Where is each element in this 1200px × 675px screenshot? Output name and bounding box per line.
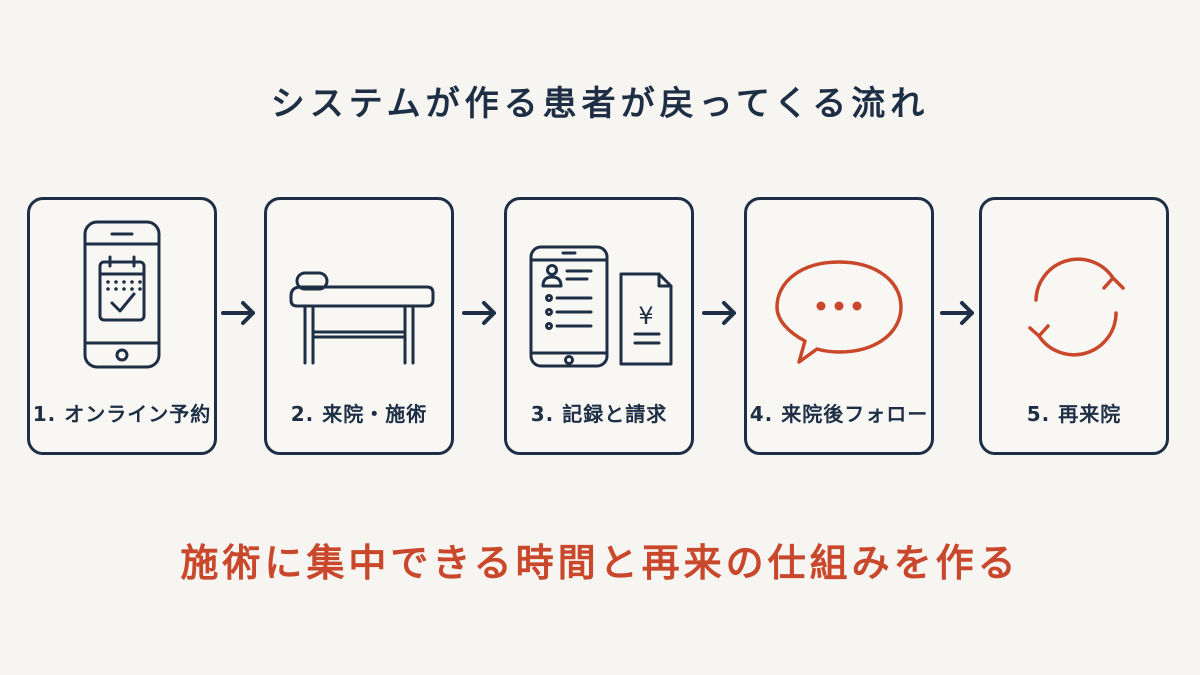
tagline: 施術に集中できる時間と再来の仕組みを作る (180, 541, 1020, 585)
step-visit-treatment: 2. 来院・施術 (264, 197, 454, 455)
step-revisit: 5. 再来院 (979, 197, 1169, 455)
yen-symbol: ¥ (638, 302, 653, 330)
step-online-booking: 1. オンライン予約 (27, 197, 217, 455)
step-label: 1. オンライン予約 (32, 402, 212, 426)
speech-bubble-icon (775, 260, 903, 364)
step-follow-up: 4. 来院後フォロー (744, 197, 934, 455)
refresh-cycle-icon (1028, 257, 1125, 357)
arrow-right-icon (702, 301, 736, 325)
arrow-right-icon (221, 301, 255, 325)
diagram-title: システムが作る患者が戻ってくる流れ (270, 84, 930, 124)
treatment-bed-icon (289, 271, 435, 365)
step-records-billing: ¥ 3. 記録と請求 (504, 197, 694, 455)
arrow-right-icon (462, 301, 496, 325)
step-label: 3. 記録と請求 (530, 402, 668, 426)
smartphone-calendar-icon (83, 220, 161, 369)
step-label: 4. 来院後フォロー (749, 402, 929, 426)
tablet-record-invoice-icon: ¥ (529, 245, 673, 368)
step-label: 5. 再来院 (1026, 402, 1122, 426)
arrow-right-icon (940, 301, 974, 325)
step-label: 2. 来院・施術 (290, 402, 428, 426)
